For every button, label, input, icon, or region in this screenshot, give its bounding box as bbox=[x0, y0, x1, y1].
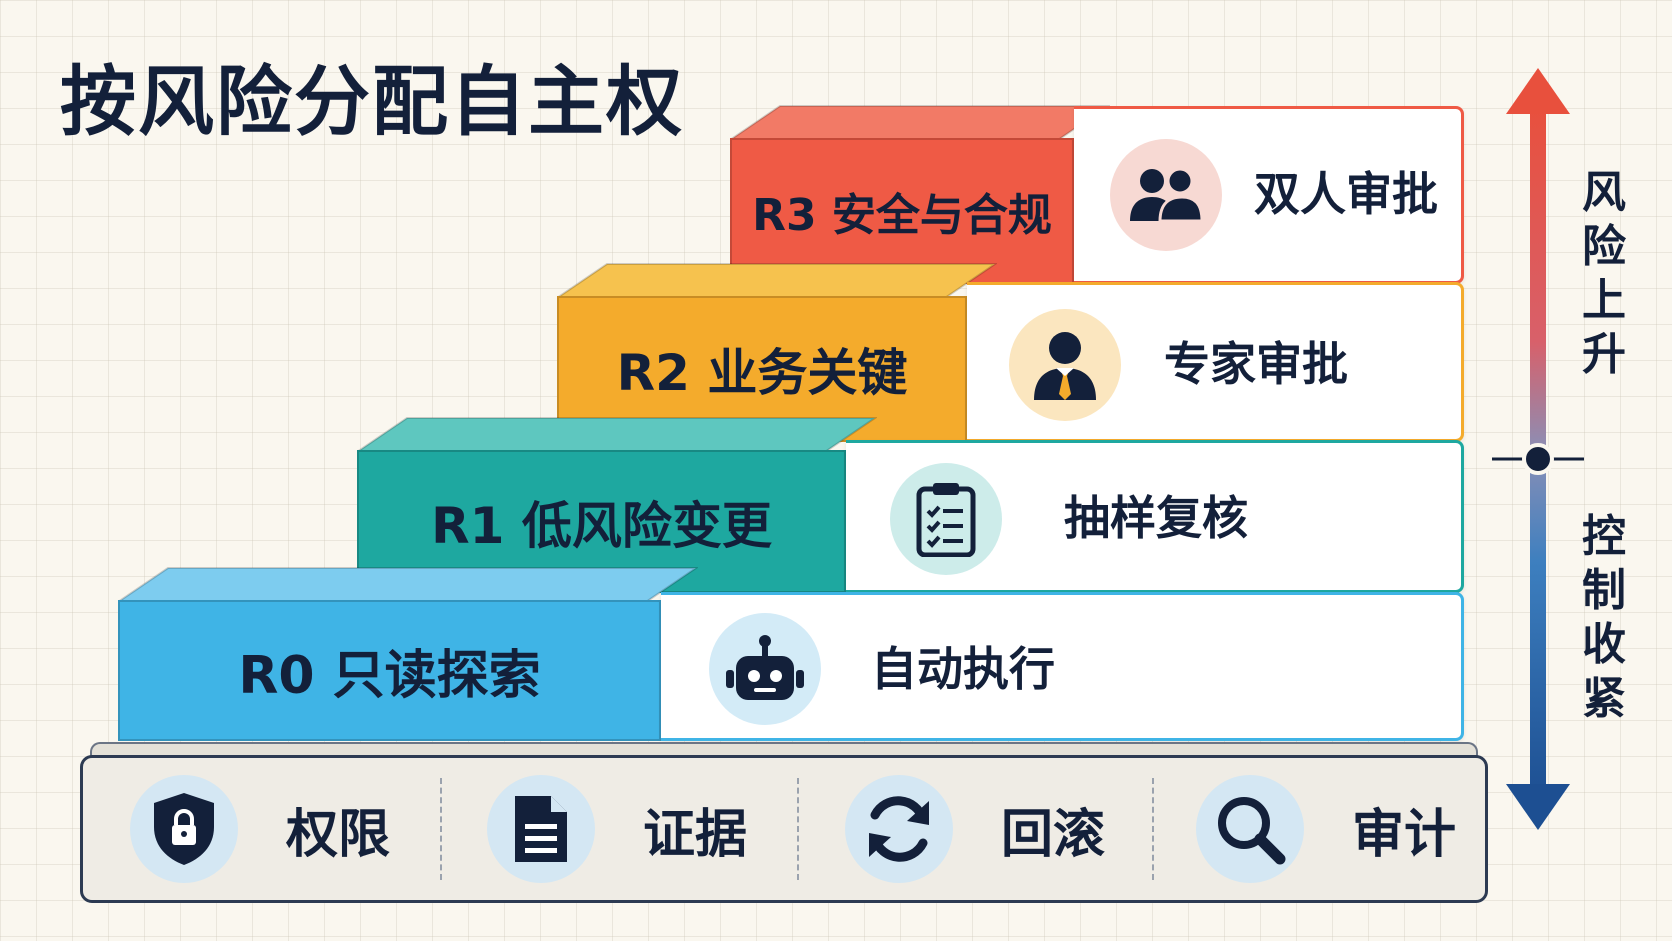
level-r0-control: 自动执行 bbox=[871, 642, 1055, 696]
base-item-permissions: 权限 bbox=[130, 773, 390, 885]
clipboard-checklist-icon bbox=[916, 483, 976, 557]
level-r2-card: 专家审批 bbox=[967, 282, 1464, 442]
arrow-down-icon bbox=[1506, 784, 1570, 830]
level-r0-front: R0 只读探索 bbox=[118, 600, 661, 741]
base-divider bbox=[797, 778, 799, 880]
base-icon-bg-permissions bbox=[130, 775, 238, 883]
level-r1-icon-bg bbox=[890, 463, 1002, 575]
level-r3-front: R3 安全与合规 bbox=[730, 138, 1074, 284]
shield-lock-icon bbox=[154, 793, 214, 865]
risk-control-axis bbox=[1492, 68, 1584, 830]
level-r3-name: R3 安全与合规 bbox=[752, 190, 1052, 241]
level-r2-front: R2 业务关键 bbox=[557, 296, 967, 442]
refresh-icon bbox=[869, 796, 929, 862]
level-r2-name: R2 业务关键 bbox=[616, 344, 908, 402]
level-r1-control: 抽样复核 bbox=[1064, 491, 1248, 545]
base-label-audit: 审计 bbox=[1352, 804, 1457, 865]
base-platform-top bbox=[90, 742, 1478, 758]
level-r1-name: R1 低风险变更 bbox=[431, 496, 772, 555]
axis-label-control-tighten: 控制收紧 bbox=[1582, 511, 1626, 724]
base-item-evidence: 证据 bbox=[487, 773, 747, 885]
base-label-permissions: 权限 bbox=[286, 804, 391, 865]
base-item-rollback: 回滚 bbox=[845, 773, 1105, 885]
arrow-up-icon bbox=[1506, 68, 1570, 114]
page-title: 按风险分配自主权 bbox=[60, 57, 684, 146]
level-r3-card: 双人审批 bbox=[1074, 106, 1464, 284]
level-r2-icon-bg bbox=[1009, 309, 1121, 421]
document-icon bbox=[515, 796, 567, 862]
level-r2-control: 专家审批 bbox=[1164, 337, 1348, 391]
base-item-audit: 审计 bbox=[1196, 773, 1456, 885]
level-r1-card: 抽样复核 bbox=[846, 440, 1464, 593]
expert-person-icon bbox=[1034, 332, 1096, 400]
base-icon-bg-evidence bbox=[487, 775, 595, 883]
level-r0-card: 自动执行 bbox=[661, 592, 1464, 741]
level-r0-name: R0 只读探索 bbox=[238, 646, 541, 706]
base-divider bbox=[1152, 778, 1154, 880]
magnifier-icon bbox=[1218, 797, 1286, 865]
base-divider bbox=[440, 778, 442, 880]
robot-icon bbox=[726, 635, 804, 700]
base-icon-bg-rollback bbox=[845, 775, 953, 883]
level-r3-icon-bg bbox=[1110, 139, 1222, 251]
level-r0-icon-bg bbox=[709, 613, 821, 725]
level-r3-control: 双人审批 bbox=[1254, 167, 1438, 221]
two-people-icon bbox=[1130, 167, 1204, 223]
axis-label-risk-up: 风险上升 bbox=[1582, 167, 1626, 380]
base-label-evidence: 证据 bbox=[643, 804, 748, 865]
base-icon-bg-audit bbox=[1196, 775, 1304, 883]
base-label-rollback: 回滚 bbox=[1001, 804, 1106, 865]
